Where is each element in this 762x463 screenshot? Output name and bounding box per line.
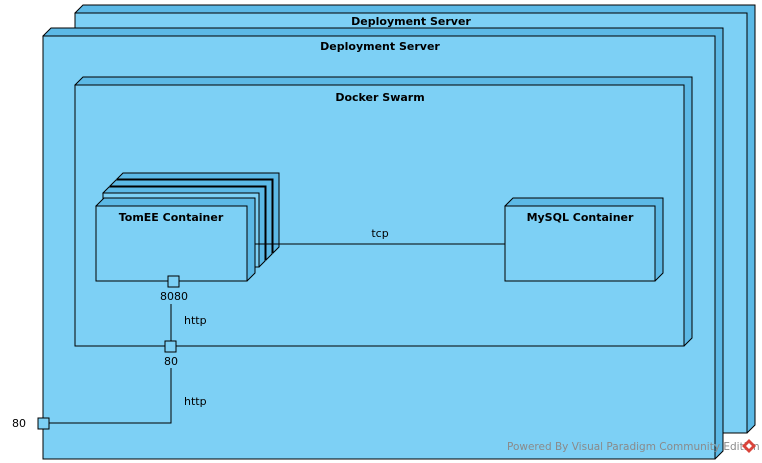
swarm-port[interactable] [164, 340, 177, 353]
watermark-text: Powered By Visual Paradigm Community Edi… [507, 441, 760, 453]
visual-paradigm-logo-icon [742, 439, 756, 453]
deployment-server-title: Deployment Server [320, 40, 440, 53]
swarm-port-label: 80 [164, 355, 178, 368]
deployment-server-back-title: Deployment Server [351, 15, 471, 28]
http-label-lower: http [184, 395, 207, 408]
mysql-container-node[interactable]: MySQL Container [504, 197, 664, 282]
server-port-label: 80 [12, 417, 26, 430]
tomee-port-label: 8080 [160, 290, 188, 303]
tomee-container-node[interactable]: TomEE Container [95, 172, 280, 282]
mysql-container-title: MySQL Container [527, 211, 634, 224]
http-label-upper: http [184, 314, 207, 327]
http-connector-swarm-server[interactable] [49, 368, 172, 424]
docker-swarm-title: Docker Swarm [335, 91, 424, 104]
tcp-label: tcp [371, 227, 388, 240]
tomee-port[interactable] [167, 275, 180, 288]
tomee-container-title: TomEE Container [119, 211, 224, 224]
server-port[interactable] [37, 417, 50, 430]
